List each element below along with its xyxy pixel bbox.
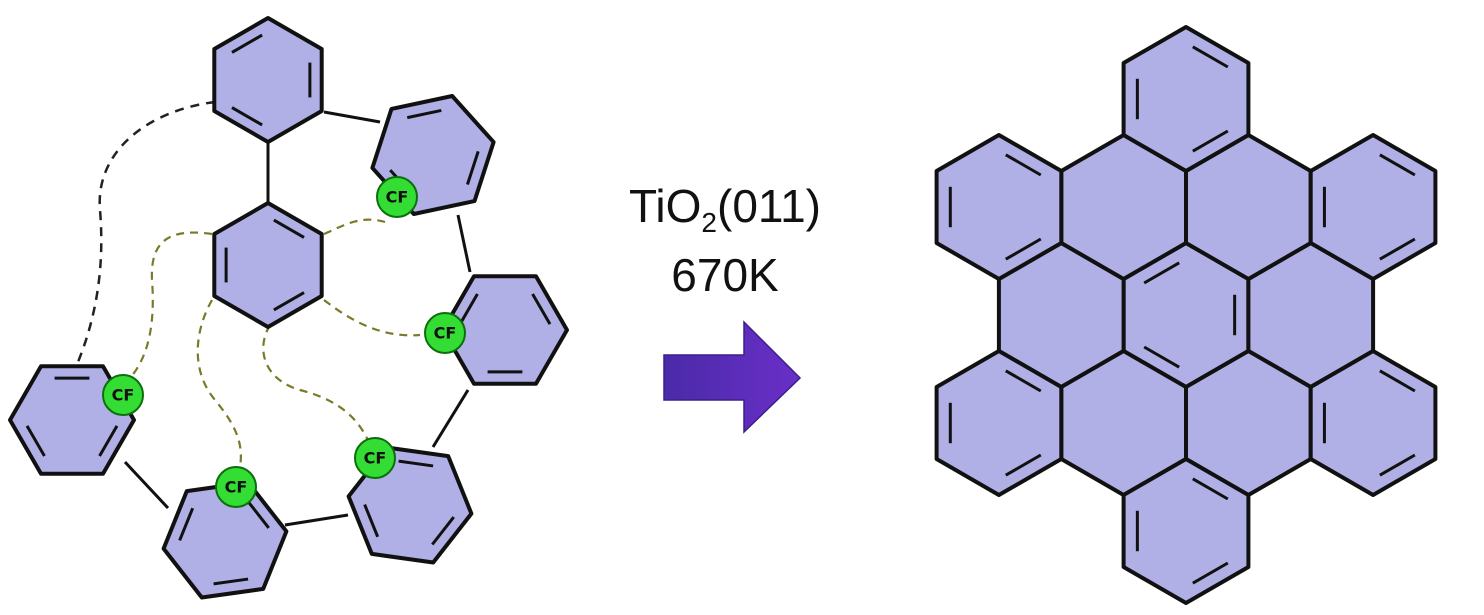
precursor-single-bond <box>284 513 349 527</box>
product-ring-12-double-bond <box>1379 369 1416 393</box>
product-rings <box>934 25 1438 605</box>
product-ring-11-double-bond <box>1004 369 1042 393</box>
dashed-connection <box>196 299 242 477</box>
cf-group: CF <box>215 466 257 508</box>
precursor-ring-4 <box>441 274 569 386</box>
right-arrow-icon <box>663 320 802 434</box>
precursor-ring-7-double-bond <box>98 425 119 457</box>
precursor-ring-2-hexagon <box>212 201 324 329</box>
precursor-single-bond <box>456 214 472 273</box>
precursor-ring-3-double-bond <box>406 108 442 120</box>
precursor-ring-2 <box>212 201 324 329</box>
cf-circle <box>215 466 257 508</box>
cf-group: CF <box>102 374 144 416</box>
precursor-single-bond <box>323 110 381 124</box>
precursor-ring-7-double-bond <box>25 425 46 457</box>
reaction-condition-temperature: 670K <box>671 249 779 301</box>
product-ring-13-hexagon <box>934 133 1064 281</box>
product-ring-9 <box>1121 457 1251 605</box>
product-ring-8-hexagon <box>1121 25 1251 173</box>
product-ring-12-double-bond <box>1379 453 1416 477</box>
precursor-single-bond <box>431 389 470 448</box>
precursor-ring-1-hexagon <box>212 16 324 144</box>
cf-circle <box>376 176 418 218</box>
precursor-ring-1-double-bond <box>231 106 263 127</box>
product-ring-13 <box>934 133 1064 281</box>
cf-label: CF <box>364 449 387 468</box>
dashed-connection <box>323 299 421 337</box>
precursor-ring-1-double-bond <box>231 33 263 54</box>
reaction-condition-surface: TiO2(011) <box>560 183 890 237</box>
product-ring-10-hexagon <box>1308 133 1438 281</box>
cf-label: CF <box>225 478 248 497</box>
precursor-ring-5-double-bond <box>431 516 455 546</box>
cf-label: CF <box>112 386 135 405</box>
dashed-connections-olive <box>129 218 421 477</box>
dashed-connection <box>323 218 386 236</box>
product-ring-12 <box>1308 349 1438 497</box>
dashed-connection <box>76 100 216 363</box>
cf-group: CF <box>376 176 418 218</box>
dashed-connection <box>129 231 213 379</box>
precursor-single-bond <box>123 460 170 510</box>
dashed-connection <box>262 324 372 446</box>
product-molecule <box>934 25 1438 605</box>
cf-group: CF <box>424 312 466 354</box>
product-ring-13-double-bond <box>1004 153 1042 177</box>
product-ring-8 <box>1121 25 1251 173</box>
precursor-ring-5-double-bond <box>363 503 380 538</box>
product-ring-10 <box>1308 133 1438 281</box>
precursor-ring-6-double-bond <box>213 577 249 586</box>
cf-circle <box>354 437 396 479</box>
surface-subscript: 2 <box>701 207 717 238</box>
precursor-bonds <box>123 110 472 527</box>
product-ring-10-double-bond <box>1379 153 1416 177</box>
product-ring-11-double-bond <box>1004 453 1042 477</box>
dashed-connections-black <box>76 100 216 363</box>
product-ring-8-double-bond <box>1192 129 1229 153</box>
cf-circle <box>424 312 466 354</box>
precursor-ring-3-double-bond <box>466 150 480 185</box>
product-ring-8-double-bond <box>1192 45 1229 69</box>
product-ring-11-hexagon <box>934 349 1064 497</box>
product-ring-13-double-bond <box>1004 237 1042 261</box>
cf-group: CF <box>354 437 396 479</box>
product-ring-1-double-bond <box>1143 345 1180 369</box>
cf-label: CF <box>434 324 457 343</box>
precursor-ring-4-double-bond <box>458 293 479 325</box>
product-ring-9-double-bond <box>1192 477 1229 501</box>
product-ring-12-hexagon <box>1308 349 1438 497</box>
product-ring-10-double-bond <box>1379 237 1416 261</box>
precursor-ring-2-double-bond <box>273 291 305 312</box>
precursor-molecule: CF CF CF CF CF <box>8 16 569 600</box>
product-ring-1-double-bond <box>1143 261 1180 285</box>
product-ring-11 <box>934 349 1064 497</box>
precursor-ring-1 <box>212 16 324 144</box>
cf-circle <box>102 374 144 416</box>
cf-substituents: CF CF CF CF CF <box>102 176 466 508</box>
precursor-ring-6-double-bond <box>178 507 195 542</box>
precursor-ring-5-double-bond <box>398 459 434 468</box>
product-ring-9-hexagon <box>1121 457 1251 605</box>
surface-prefix: TiO <box>629 180 702 232</box>
precursor-ring-6-double-bond <box>246 499 270 529</box>
precursor-ring-2-double-bond <box>273 218 305 239</box>
precursor-ring-4-double-bond <box>531 293 552 325</box>
surface-suffix: (011) <box>717 180 821 232</box>
cf-label: CF <box>386 188 409 207</box>
precursor-rings <box>8 16 569 600</box>
product-ring-9-double-bond <box>1192 561 1229 585</box>
